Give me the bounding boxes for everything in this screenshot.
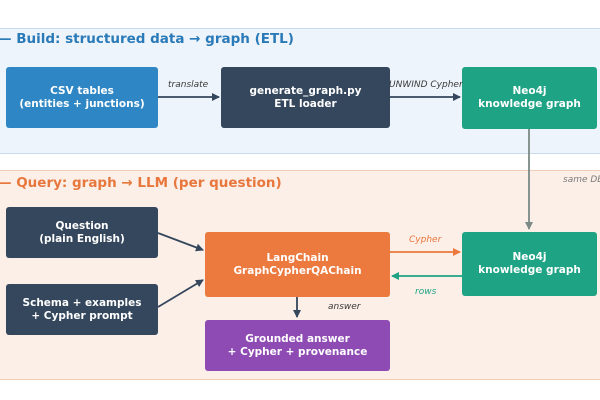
node-neo4j-build-line1: Neo4j: [512, 85, 547, 97]
edge-label-same-db: same DB: [563, 175, 600, 185]
node-grounded-answer: Grounded answer + Cypher + provenance: [205, 320, 390, 371]
node-neo4j-query: Neo4j knowledge graph: [462, 232, 597, 296]
node-schema-line2: + Cypher prompt: [31, 309, 133, 322]
edge-label-answer: answer: [328, 302, 361, 312]
node-langchain-line1: LangChain: [266, 251, 329, 264]
node-neo4j-build-line2: knowledge graph: [478, 98, 581, 110]
node-neo4j-build: Neo4j knowledge graph: [462, 67, 597, 129]
node-csv-line1: CSV tables: [50, 84, 114, 97]
node-csv-tables: CSV tables (entities + junctions): [6, 67, 158, 128]
node-langchain-line2: GraphCypherQAChain: [233, 264, 362, 277]
edge-label-cypher: Cypher: [409, 235, 442, 245]
node-etl-loader: generate_graph.py ETL loader: [221, 67, 390, 128]
node-csv-line2: (entities + junctions): [19, 97, 145, 110]
node-schema-line1: Schema + examples: [22, 296, 142, 309]
edge-question-to-langchain: [157, 232, 204, 252]
node-question-line1: Question: [55, 219, 109, 232]
edge-label-translate: translate: [168, 80, 209, 90]
node-etl-line1: generate_graph.py: [249, 84, 362, 97]
node-langchain: LangChain GraphCypherQAChain: [205, 232, 390, 297]
node-answer-line2: + Cypher + provenance: [227, 345, 368, 358]
edge-schema-to-langchain: [157, 279, 204, 308]
node-neo4j-query-line2: knowledge graph: [478, 264, 581, 276]
node-question-line2: (plain English): [39, 232, 125, 245]
node-schema-prompt: Schema + examples + Cypher prompt: [6, 284, 158, 335]
node-answer-line1: Grounded answer: [245, 332, 350, 345]
edge-label-unwind-cypher: UNWIND Cypher: [389, 80, 463, 90]
node-neo4j-query-line1: Neo4j: [512, 251, 547, 263]
edge-label-rows: rows: [415, 287, 437, 297]
query-section-title: — Query: graph → LLM (per question): [0, 175, 282, 191]
node-etl-line2: ETL loader: [274, 97, 337, 110]
build-section-title: — Build: structured data → graph (ETL): [0, 31, 294, 47]
node-question: Question (plain English): [6, 207, 158, 258]
